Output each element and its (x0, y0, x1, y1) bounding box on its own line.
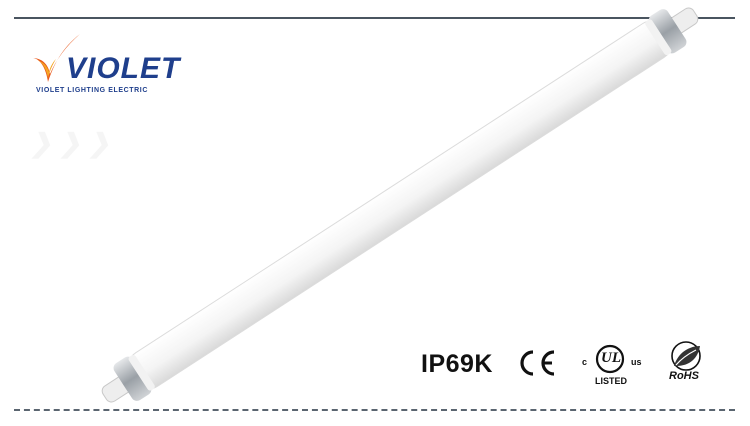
ul-label: UL (601, 350, 621, 366)
ip-rating-label: IP69K (421, 350, 493, 378)
ul-listed-label: LISTED (595, 376, 628, 386)
flame-icon (32, 34, 80, 82)
end-cap-left (113, 356, 152, 401)
bottom-divider (14, 409, 735, 411)
brand-name: VIOLET (66, 52, 181, 85)
brand-tagline: VIOLET LIGHTING ELECTRIC (36, 87, 149, 94)
top-divider (14, 17, 735, 19)
ce-mark-icon (520, 350, 555, 376)
ul-c-label: c (582, 357, 588, 367)
rohs-leaf-icon (671, 341, 701, 371)
ul-us-label: us (631, 357, 642, 367)
end-cap-right (648, 9, 687, 54)
brand-logo: VIOLET VIOLET LIGHTING ELECTRIC (26, 30, 179, 100)
ul-circle-icon (595, 344, 625, 374)
rohs-label: RoHS (669, 370, 699, 382)
certification-row: IP69K c UL us LISTED RoHS (418, 336, 718, 392)
